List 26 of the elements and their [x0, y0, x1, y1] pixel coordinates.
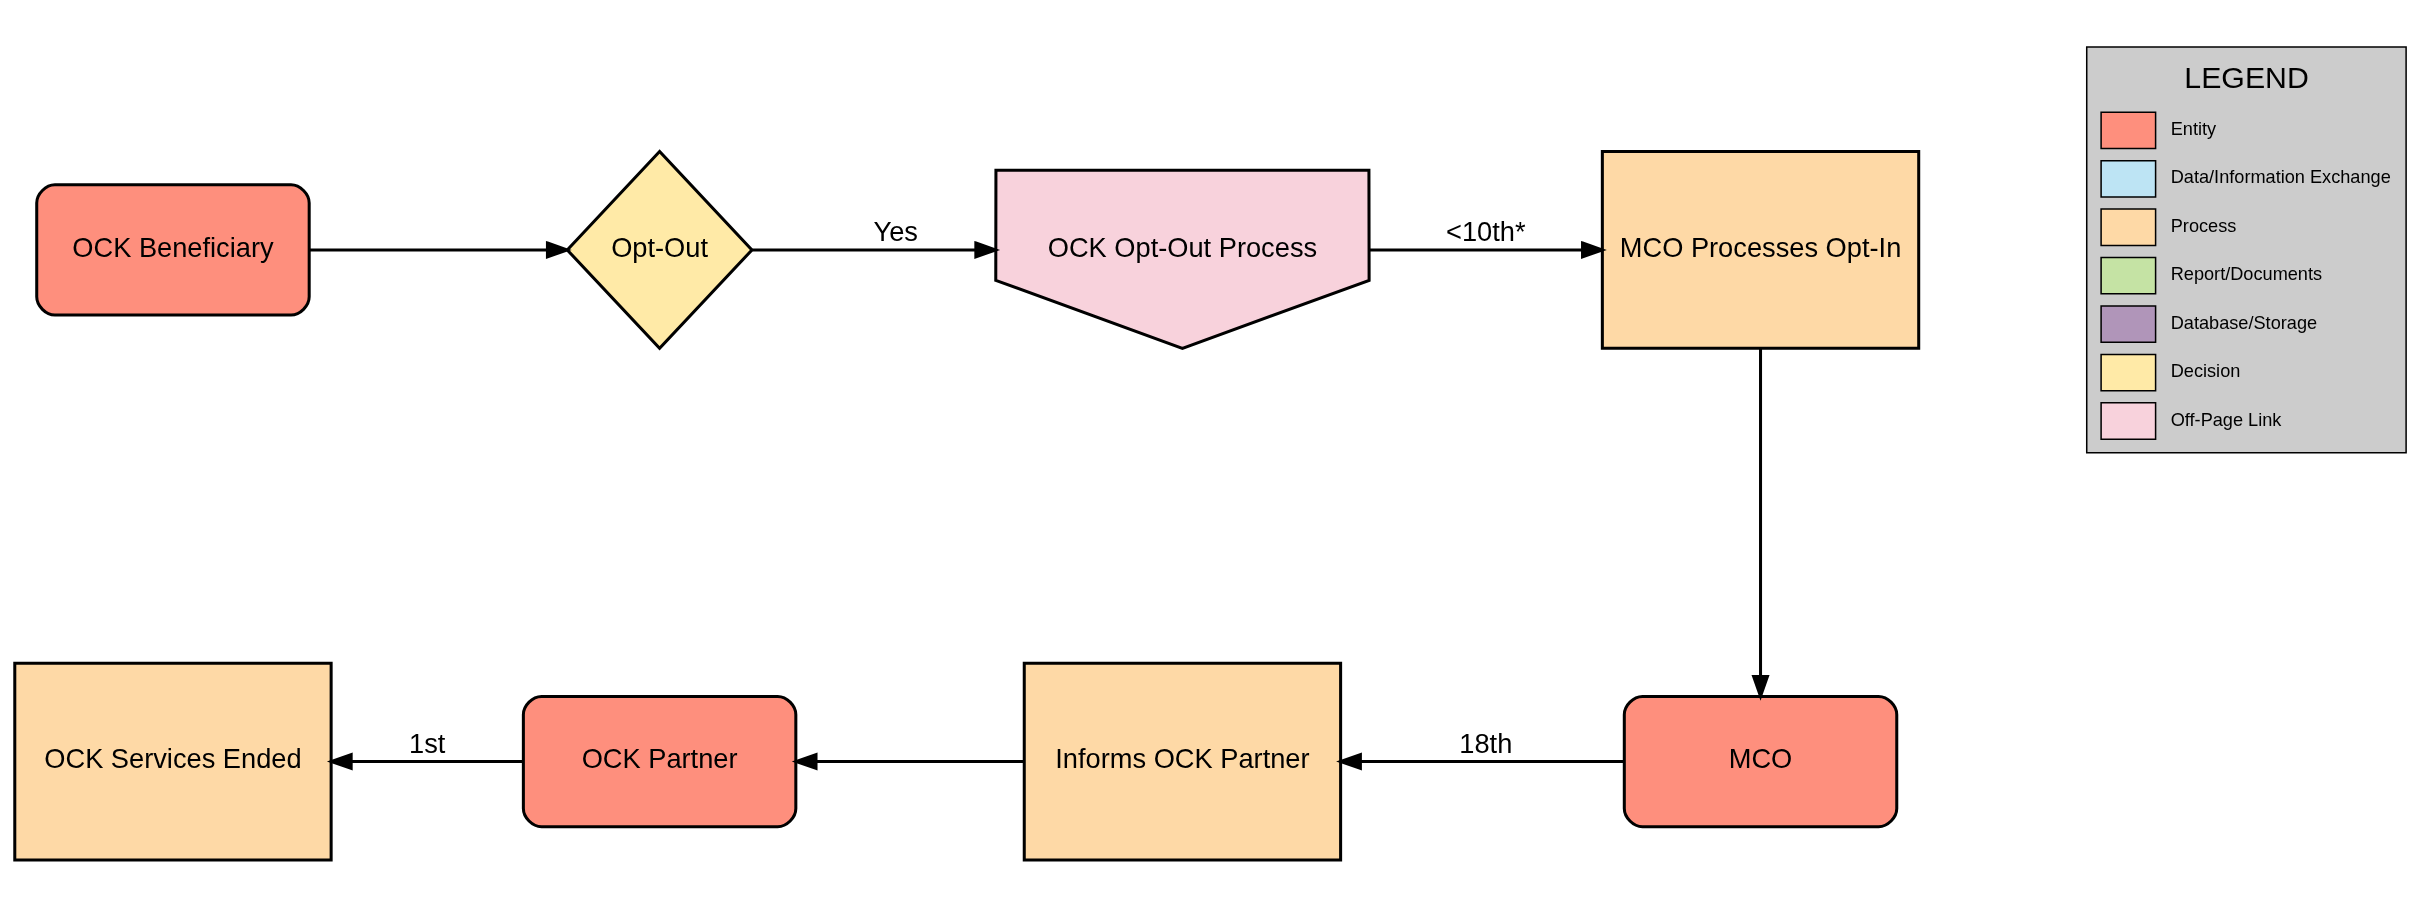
legend-label: Entity: [2170, 119, 2217, 140]
edge-label: Yes: [873, 216, 918, 248]
label: LEGEND: [2184, 60, 2309, 94]
legend-label: Decision: [2170, 361, 2241, 382]
legend-label: Off-Page Link: [2170, 409, 2282, 430]
node-box: MCO Processes Opt-In: [1600, 150, 1921, 350]
node-box: OCK Partner: [521, 694, 798, 829]
arrow: [791, 752, 1024, 771]
arrow: [752, 240, 1001, 259]
legend-label: Data/Information Exchange: [2170, 167, 2391, 188]
arrow: [1751, 348, 1770, 701]
legend-label: Database/Storage: [2170, 312, 2318, 333]
arrow: [309, 240, 572, 259]
arrow: [1369, 240, 1607, 259]
edge-label: 18th: [1459, 728, 1513, 760]
node-box: MCO: [1622, 694, 1899, 829]
node-box: OCK Services Ended: [13, 661, 333, 862]
node-diamond: Opt-Out: [565, 149, 754, 351]
node-box: OCK Beneficiary: [35, 183, 311, 317]
legend-label: Process: [2170, 215, 2237, 236]
edge-label: 1st: [409, 728, 446, 760]
edge-label: <10th*: [1446, 216, 1526, 248]
arrow: [1336, 752, 1624, 771]
node-box: Informs OCK Partner: [1022, 661, 1343, 862]
arrow: [326, 752, 524, 771]
legend-label: Report/Documents: [2170, 264, 2323, 285]
